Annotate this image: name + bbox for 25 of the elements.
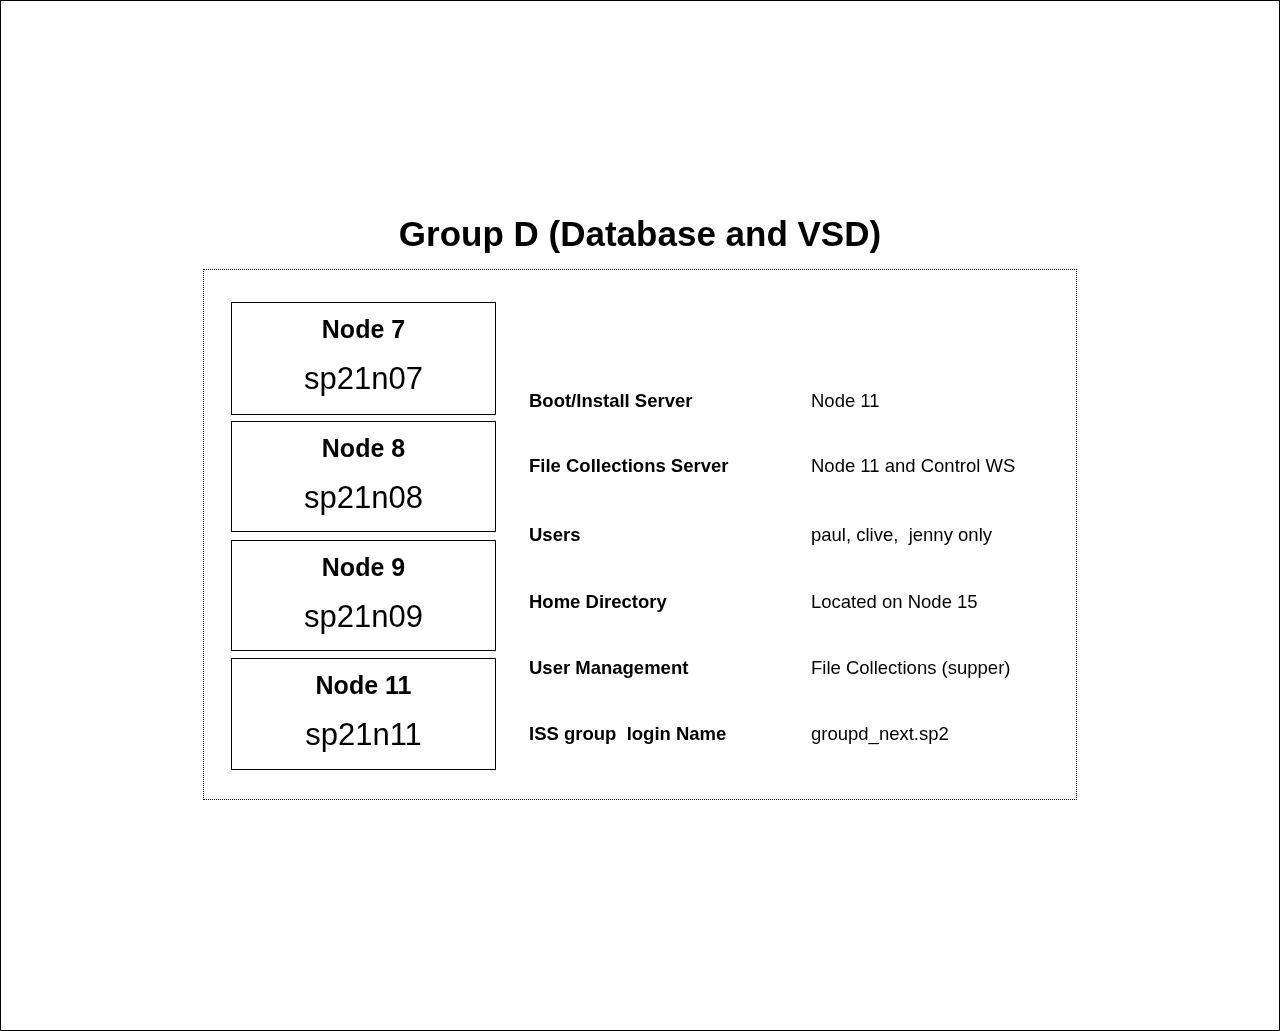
property-name: Boot/Install Server: [529, 390, 693, 412]
group-title: Group D (Database and VSD): [397, 214, 883, 254]
host-name: sp21n08: [303, 480, 424, 516]
node-name: Node 7: [320, 315, 407, 344]
property-value: Node 11: [811, 390, 880, 412]
property-value: groupd_next.sp2: [811, 723, 949, 745]
node-box: [231, 540, 496, 651]
node-box: [231, 302, 496, 415]
property-name: Users: [529, 524, 581, 546]
property-name: User Management: [529, 657, 689, 679]
property-value: Located on Node 15: [811, 591, 978, 613]
host-name: sp21n11: [304, 717, 423, 753]
node-name: Node 9: [320, 553, 407, 582]
property-value: Node 11 and Control WS: [811, 455, 1016, 477]
property-value: File Collections (supper): [811, 657, 1011, 679]
property-name: ISS group login Name: [529, 723, 727, 745]
property-name: File Collections Server: [529, 455, 729, 477]
host-name: sp21n07: [303, 361, 424, 397]
node-name: Node 11: [314, 671, 413, 700]
host-name: sp21n09: [303, 599, 424, 635]
property-value: paul, clive, jenny only: [811, 524, 992, 546]
node-box: [231, 658, 496, 770]
node-name: Node 8: [320, 434, 407, 463]
property-name: Home Directory: [529, 591, 667, 613]
node-box: [231, 421, 496, 532]
